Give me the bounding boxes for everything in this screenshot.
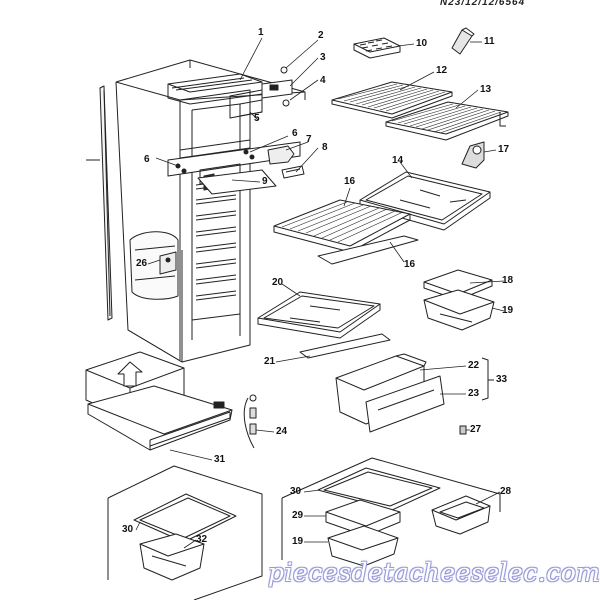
callout-9: 9	[262, 176, 268, 187]
glass-shelf-part-20	[257, 291, 381, 339]
callout-7: 7	[306, 134, 312, 145]
callout-2: 2	[318, 30, 324, 41]
callout-16-top: 16	[344, 176, 356, 187]
wire-shelf-16-grid	[281, 201, 404, 243]
assembly-bracket-33	[481, 357, 494, 401]
callout-23: 23	[468, 388, 480, 399]
callout-27: 27	[470, 424, 482, 435]
callout-6-left: 6	[144, 154, 150, 165]
small-tray-part-28	[431, 495, 491, 535]
clip-part-27	[459, 425, 467, 435]
shelf-trim-part-21	[299, 333, 391, 359]
callout-1: 1	[258, 27, 264, 38]
callout-13: 13	[480, 84, 492, 95]
callout-30-left: 30	[122, 524, 134, 535]
callout-30-right: 30	[290, 486, 302, 497]
inset-frame-right	[281, 457, 501, 567]
wire-shelf-12-grid	[337, 83, 446, 112]
callout-22: 22	[468, 360, 480, 371]
sensor-part-24	[243, 394, 257, 449]
wire-shelf-part-13	[385, 101, 509, 141]
callout-33: 33	[496, 374, 508, 385]
callout-4: 4	[320, 75, 326, 86]
callout-8: 8	[322, 142, 328, 153]
callout-16-bottom: 16	[404, 259, 416, 270]
callout-31: 31	[214, 454, 226, 465]
callout-leader-lines	[135, 37, 505, 549]
callout-19-bottom: 19	[292, 536, 304, 547]
callout-10: 10	[416, 38, 428, 49]
callout-3: 3	[320, 52, 326, 63]
callout-28: 28	[500, 486, 512, 497]
callout-17: 17	[498, 144, 510, 155]
shelf-trim-part-16	[317, 235, 419, 265]
callout-12: 12	[436, 65, 448, 76]
callout-5: 5	[254, 113, 260, 124]
butter-box-part-19	[423, 289, 495, 331]
callout-29: 29	[292, 510, 304, 521]
callout-24: 24	[276, 426, 288, 437]
top-frame-part-1	[167, 73, 263, 119]
scraper-part-11	[451, 27, 475, 55]
wire-shelf-13-grid	[391, 103, 502, 134]
callout-14: 14	[392, 155, 404, 166]
wire-shelf-part-12	[331, 81, 453, 119]
hinge-part-17	[461, 141, 485, 169]
freezer-cover-part-9	[197, 169, 277, 195]
ice-tray-part-10	[353, 37, 401, 59]
callout-20: 20	[272, 277, 284, 288]
header-code: N23/12/12/6564	[440, 0, 526, 8]
callout-21: 21	[264, 356, 276, 367]
callout-19-top: 19	[502, 305, 514, 316]
drawer-front-part-23	[365, 375, 445, 433]
callout-6-right: 6	[292, 128, 298, 139]
callout-26: 26	[136, 258, 148, 269]
watermark-logo-text: piecesdetacheeselec.com	[268, 558, 600, 587]
fridge-cabinet	[86, 59, 306, 363]
hinge-pin-part-26	[159, 251, 177, 275]
thermostat-parts-2-5	[239, 66, 293, 117]
bottom-tray-part-31	[87, 385, 233, 451]
inset-frame-left	[107, 465, 263, 601]
callout-11: 11	[484, 36, 495, 47]
callout-18: 18	[502, 275, 514, 286]
callout-32: 32	[196, 534, 208, 545]
